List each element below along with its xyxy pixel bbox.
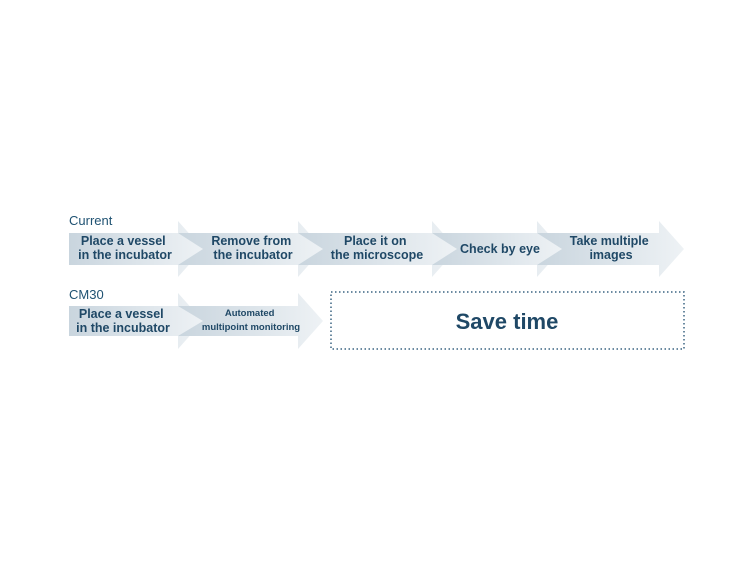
cm30-step-1-line-1: Place a vessel <box>79 307 164 321</box>
current-step-4-line-1: Check by eye <box>460 242 540 256</box>
cm30-step-1-label: Place a vessel in the incubator <box>76 307 170 335</box>
current-step-1: Place a vessel in the incubator <box>69 221 203 277</box>
cm30-step-2: Automated multipoint monitoring <box>178 293 323 349</box>
current-step-3: Place it on the microscope <box>298 221 457 277</box>
current-step-3-line-1: Place it on <box>344 234 407 248</box>
current-step-2: Remove from the incubator <box>178 221 323 277</box>
current-step-2-line-2: the incubator <box>213 248 292 262</box>
current-step-5-line-2: images <box>589 248 632 262</box>
row-label-current: Current <box>69 213 113 228</box>
current-step-5-line-1: Take multiple <box>570 234 649 248</box>
current-step-3-label: Place it on the microscope <box>331 234 423 262</box>
current-step-5: Take multiple images <box>537 221 684 277</box>
current-step-2-label: Remove from the incubator <box>211 234 294 262</box>
current-step-4: Check by eye <box>432 221 562 277</box>
cm30-step-2-line-1: Automated <box>225 308 275 319</box>
current-step-1-line-1: Place a vessel <box>81 234 166 248</box>
cm30-step-1-line-2: in the incubator <box>76 321 170 335</box>
current-step-5-label: Take multiple images <box>570 234 652 262</box>
cm30-step-2-line-2: multipoint monitoring <box>202 322 300 333</box>
current-step-3-line-2: the microscope <box>331 248 423 262</box>
row-label-cm30: CM30 <box>69 287 104 302</box>
current-step-2-line-1: Remove from <box>211 234 291 248</box>
save-time-label: Save time <box>456 309 559 334</box>
save-time-box: Save time <box>330 291 685 350</box>
cm30-step-1: Place a vessel in the incubator <box>69 293 203 349</box>
current-step-4-label: Check by eye <box>460 242 540 256</box>
cm30-step-2-label: Automated multipoint monitoring <box>202 308 300 333</box>
current-step-1-label: Place a vessel in the incubator <box>78 234 172 262</box>
current-step-1-line-2: in the incubator <box>78 248 172 262</box>
